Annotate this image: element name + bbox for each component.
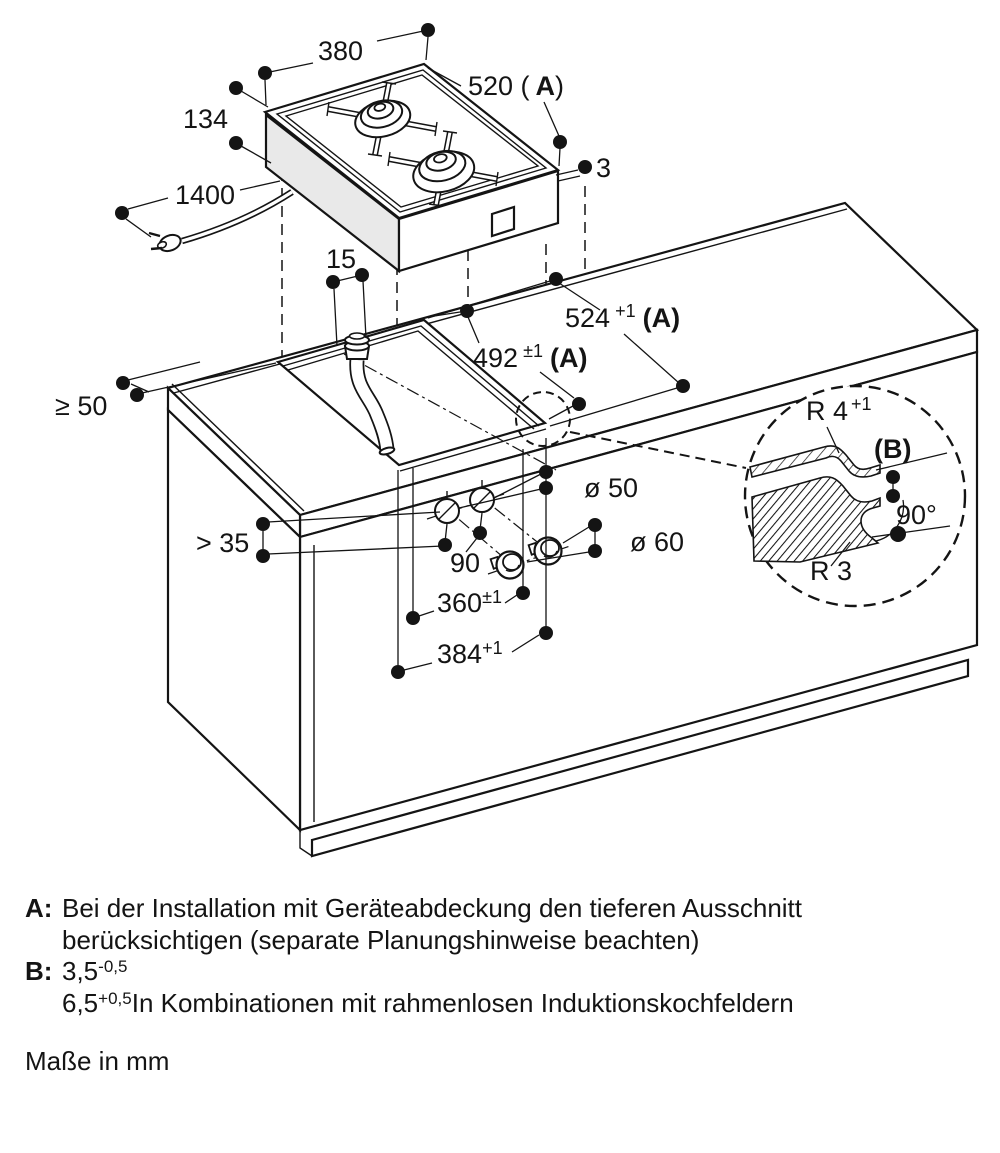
note-a-text1: Bei der Installation mit Geräteabdeckung… [62,893,802,923]
dimension-492: 492±1(A) [427,304,587,420]
dim-depth-label: 520 (A) [468,71,564,101]
note-b-tolerance: -0,5 [98,957,128,977]
footnotes: A: Bei der Installation mit Geräteabdeck… [25,893,975,1019]
note-b-alt: 6,5+0,5In Kombinationen mit rahmenlosen … [62,987,794,1018]
dimension-380: 380 [258,23,435,106]
plinth-step [299,830,313,857]
dim-cutout492-label: 492±1(A) [473,341,587,373]
dimension-90: 90 [438,512,487,578]
gas-pipe-hole-1 [434,491,460,524]
hob-rim-inner [275,69,548,213]
cutout-outline [275,318,548,467]
dim-ledge-label: 15 [326,244,356,274]
units-note: Maße in mm [25,1046,170,1076]
gas-hob [262,62,561,274]
note-a-line1: A: Bei der Installation mit Geräteabdeck… [25,893,975,925]
note-a-label: A: [25,893,53,923]
note-a-line2: berücksichtigen (separate Planungshinwei… [25,925,975,957]
dimension-134: 134 [183,81,272,164]
power-cord [148,189,294,253]
gas-hose [343,332,396,456]
installation-drawing: R 4+1 (B) 90° R 3 380 520 (A) 134 1400 3… [55,23,980,858]
detail-angle-label: 90° [896,500,937,530]
hob-tray-edge [284,74,540,208]
detail-radius-bottom-label: R 3 [810,556,852,586]
dim-front-clearance-label: > 35 [196,528,249,558]
dim-width-label: 380 [318,36,363,66]
power-plug-icon [148,231,182,253]
gas-pipe-hole-2 [469,480,495,513]
hob-foot [490,205,516,238]
note-b-line1: B: 3,5-0,5 [25,956,975,988]
r4-leader [826,426,840,454]
burner-rear [354,99,412,139]
detail-leader-dashed [569,431,747,469]
dimension-ge50: ≥ 50 [55,361,277,421]
dim-rim-label: 3 [596,153,611,183]
dimension-dia50: ø 50 [458,465,638,509]
note-b-line2: 6,5+0,5In Kombinationen mit rahmenlosen … [25,988,975,1020]
cutout-ledge-line-1 [282,325,540,427]
dim-hole50-label: ø 50 [584,473,638,503]
dimension-520: 520 (A) [427,67,567,167]
detail-radius-top-label: R 4+1 [806,394,872,426]
plinth [310,658,970,858]
note-a-text2: berücksichtigen (separate Planungshinwei… [62,924,700,955]
cutout-ledge-line-2 [287,330,535,430]
dim-height-label: 134 [183,104,228,134]
dim-hole60-label: ø 60 [630,527,684,557]
hose-end-opening [378,446,396,456]
dimension-3: 3 [555,153,611,183]
profile-surface-line-lower [871,525,951,538]
dimension-1400: 1400 [115,180,281,238]
dimension-524: 524+1(A) [427,272,690,427]
edge-profile-detail: R 4+1 (B) 90° R 3 [743,384,967,608]
dim-knob-spacing-label: 90 [450,548,480,578]
dim-384-label: 384+1 [437,638,503,669]
dim-cutout524-label: 524+1(A) [565,301,680,333]
worktop-cutout [275,318,747,472]
cutout-centerline [343,353,557,471]
note-b-alt-tolerance: +0,5 [98,988,132,1008]
profile-top-strip [749,445,881,478]
burner-front [412,149,476,194]
worktop-left-edge-inner-line [171,383,305,512]
dimension-dia60: ø 60 [526,518,684,563]
dimension-gt35: > 35 [196,511,444,563]
dim-cable-label: 1400 [175,180,235,210]
note-b-label: B: [25,956,53,986]
dimension-15: 15 [326,244,369,347]
dim-side-clearance-label: ≥ 50 [55,391,107,421]
detail-ref-b-label: (B) [874,434,911,464]
dimension-360: 360±1 [406,449,530,625]
angle-arc [875,499,905,542]
r3-leader [830,541,851,567]
profile-surface-line-upper [875,452,948,471]
profile-worktop-block [751,476,881,563]
dimension-384: 384+1 [391,438,553,679]
dim-360-label: 360±1 [437,587,502,618]
detail-callout-circle [515,391,571,447]
note-b-value: 3,5-0,5 [62,956,128,986]
